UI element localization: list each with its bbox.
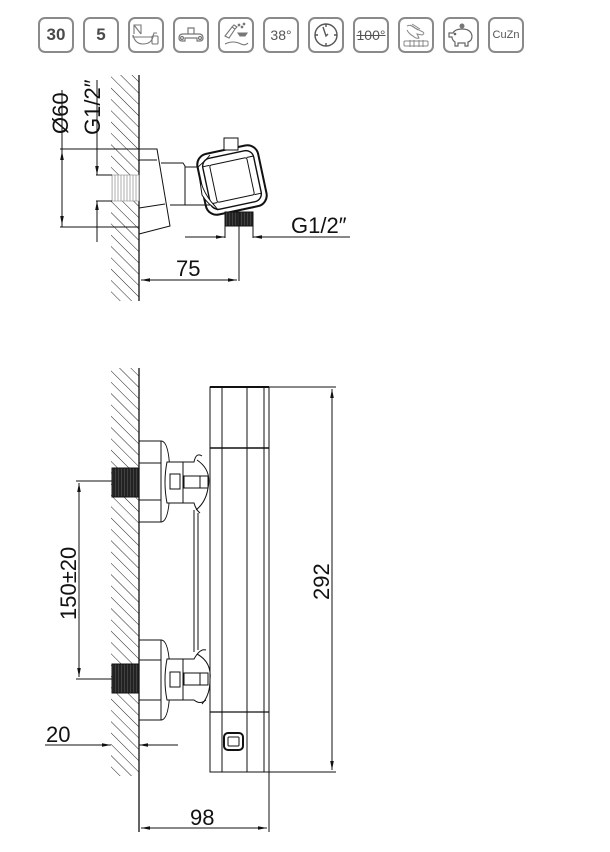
dim-outlet-thread: G1/2″ [291,213,347,238]
material-cuzn-label: CuZn [492,29,520,41]
water-saving-icon [443,17,479,53]
dim-wall-offset-20: 20 [46,722,70,747]
dim-inlet-spacing: 150±20 [56,547,81,620]
anti-scald-100-label: 100° [356,27,386,43]
side-view-bottom [111,368,270,832]
easy-clean-icon [218,17,254,53]
bath-shower-icon [128,17,164,53]
dim-inlet-thread: G1/2″ [80,79,105,135]
timer-icon [308,17,344,53]
warranty-30-label: 30 [46,25,66,44]
temperature-38-label: 38° [270,27,292,43]
warranty-5-badge: 5 [83,17,119,53]
warranty-30-badge: 30 [38,17,74,53]
wall-mixer-icon [173,17,209,53]
dim-diameter: Ø60 [48,92,73,134]
dim-depth-98: 98 [190,805,214,830]
bottom-dimensions [45,386,336,832]
dim-projection-75: 75 [176,256,200,281]
temperature-38-badge: 38° [263,17,299,53]
material-cuzn-badge: CuZn [488,17,524,53]
warranty-5-label: 5 [96,25,106,44]
easy-install-icon [398,17,434,53]
top-dimensions [60,80,350,282]
side-view-top [111,75,268,301]
dim-height-292: 292 [309,563,334,600]
anti-scald-100-badge: 100° [353,17,389,53]
feature-icon-row: 30 5 38° 100° [38,17,524,53]
